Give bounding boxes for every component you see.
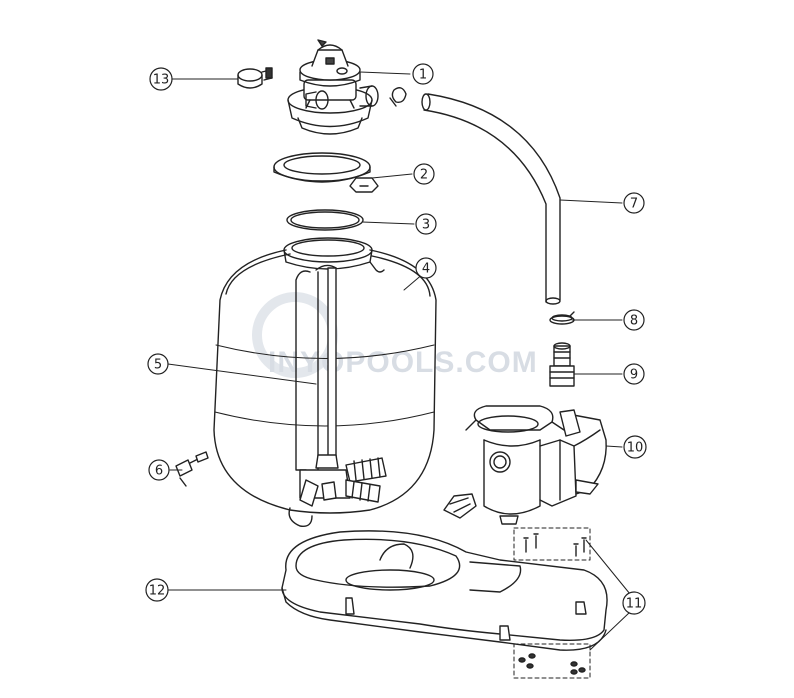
hose	[421, 93, 561, 305]
screws	[523, 533, 587, 557]
nuts	[518, 653, 586, 675]
callout-5: 5	[147, 353, 169, 375]
watermark-text: INYOPOOLS.COM	[268, 346, 538, 379]
callout-8: 8	[623, 309, 645, 331]
tank-clamp	[273, 152, 379, 193]
multiport-valve	[287, 39, 379, 135]
callouts: 1 2 3 4 5 6 7 8	[145, 63, 647, 615]
callout-label: 4	[422, 262, 430, 277]
callout-label: 1	[419, 68, 427, 83]
o-ring	[286, 209, 364, 231]
watermark: INYOPOOLS.COM	[252, 292, 538, 379]
callout-11: 11	[622, 591, 646, 615]
laterals-standpipe	[288, 264, 387, 527]
base	[281, 530, 608, 651]
callout-12: 12	[145, 578, 169, 602]
callout-label: 8	[630, 314, 638, 329]
hose-clamp	[549, 311, 575, 325]
callout-10: 10	[623, 435, 647, 459]
callout-label: 10	[627, 441, 644, 456]
callout-13: 13	[149, 67, 173, 91]
callout-6: 6	[148, 459, 170, 481]
leader-lines	[167, 71, 631, 651]
pressure-gauge	[237, 67, 273, 89]
pump-fitting	[443, 493, 477, 519]
lateral-arms	[299, 457, 387, 507]
callout-4: 4	[415, 257, 437, 279]
callout-label: 2	[420, 168, 428, 183]
callout-9: 9	[623, 363, 645, 385]
hardware-kit	[513, 527, 591, 679]
callout-label: 12	[149, 584, 166, 599]
valve-clamp	[389, 87, 407, 107]
callout-label: 6	[155, 464, 163, 479]
callout-2: 2	[413, 163, 435, 185]
hose-adapter	[549, 342, 575, 387]
callout-label: 3	[422, 218, 430, 233]
callout-label: 11	[626, 597, 643, 612]
callout-label: 9	[630, 368, 638, 383]
drain-plug	[175, 451, 209, 487]
callout-label: 5	[154, 358, 162, 373]
callout-label: 7	[630, 197, 638, 212]
filter-tank	[213, 237, 437, 514]
callout-1: 1	[412, 63, 434, 85]
callout-label: 13	[153, 73, 170, 88]
callout-7: 7	[623, 192, 645, 214]
callout-3: 3	[415, 213, 437, 235]
pump	[465, 405, 607, 525]
